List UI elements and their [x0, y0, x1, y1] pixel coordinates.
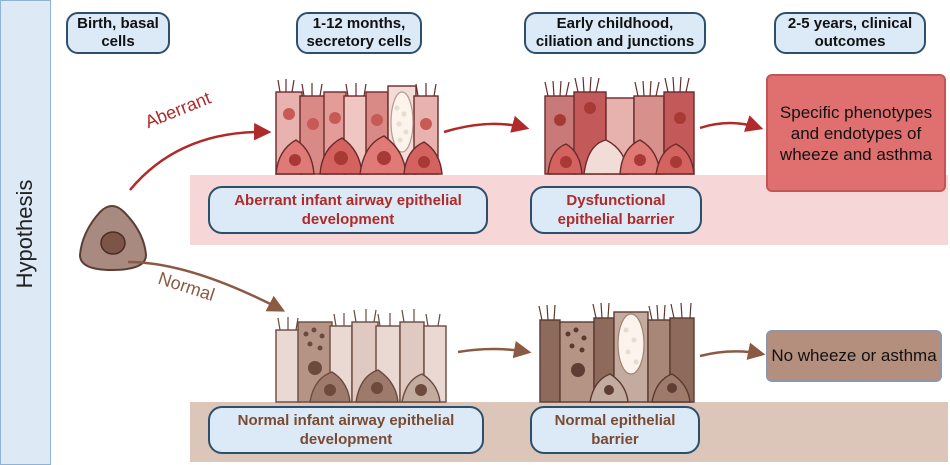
normal-ciliated-cells: [538, 302, 695, 403]
stage-birth: Birth, basal cells: [66, 12, 170, 54]
normal-development-label: Normal infant airway epithelial developm…: [208, 406, 484, 454]
normal-arrow-1: [457, 340, 532, 359]
aberrant-branch-arrow: [129, 122, 272, 191]
basal-cell: [78, 205, 148, 272]
normal-barrier-label: Normal epithelial barrier: [530, 406, 700, 454]
normal-arrow-2: [699, 342, 766, 360]
aberrant-barrier-label: Dysfunctional epithelial barrier: [530, 186, 702, 234]
stage-clinical-outcomes: 2-5 years, clinical outcomes: [774, 12, 926, 54]
stage-secretory: 1-12 months, secretory cells: [296, 12, 422, 54]
aberrant-arrow-2: [699, 115, 764, 132]
aberrant-secretory-cells: [275, 79, 443, 175]
normal-branch-arrow: [127, 260, 286, 312]
stage-early-childhood: Early childhood, ciliation and junctions: [524, 12, 706, 54]
normal-outcome: No wheeze or asthma: [766, 330, 942, 382]
aberrant-arrow-1: [443, 115, 530, 134]
aberrant-outcome: Specific phenotypes and endotypes of whe…: [766, 74, 946, 192]
aberrant-ciliated-cells: [544, 76, 695, 175]
aberrant-development-label: Aberrant infant airway epithelial develo…: [208, 186, 488, 234]
normal-secretory-cells: [275, 309, 447, 403]
hypothesis-sidebar: [0, 0, 51, 465]
